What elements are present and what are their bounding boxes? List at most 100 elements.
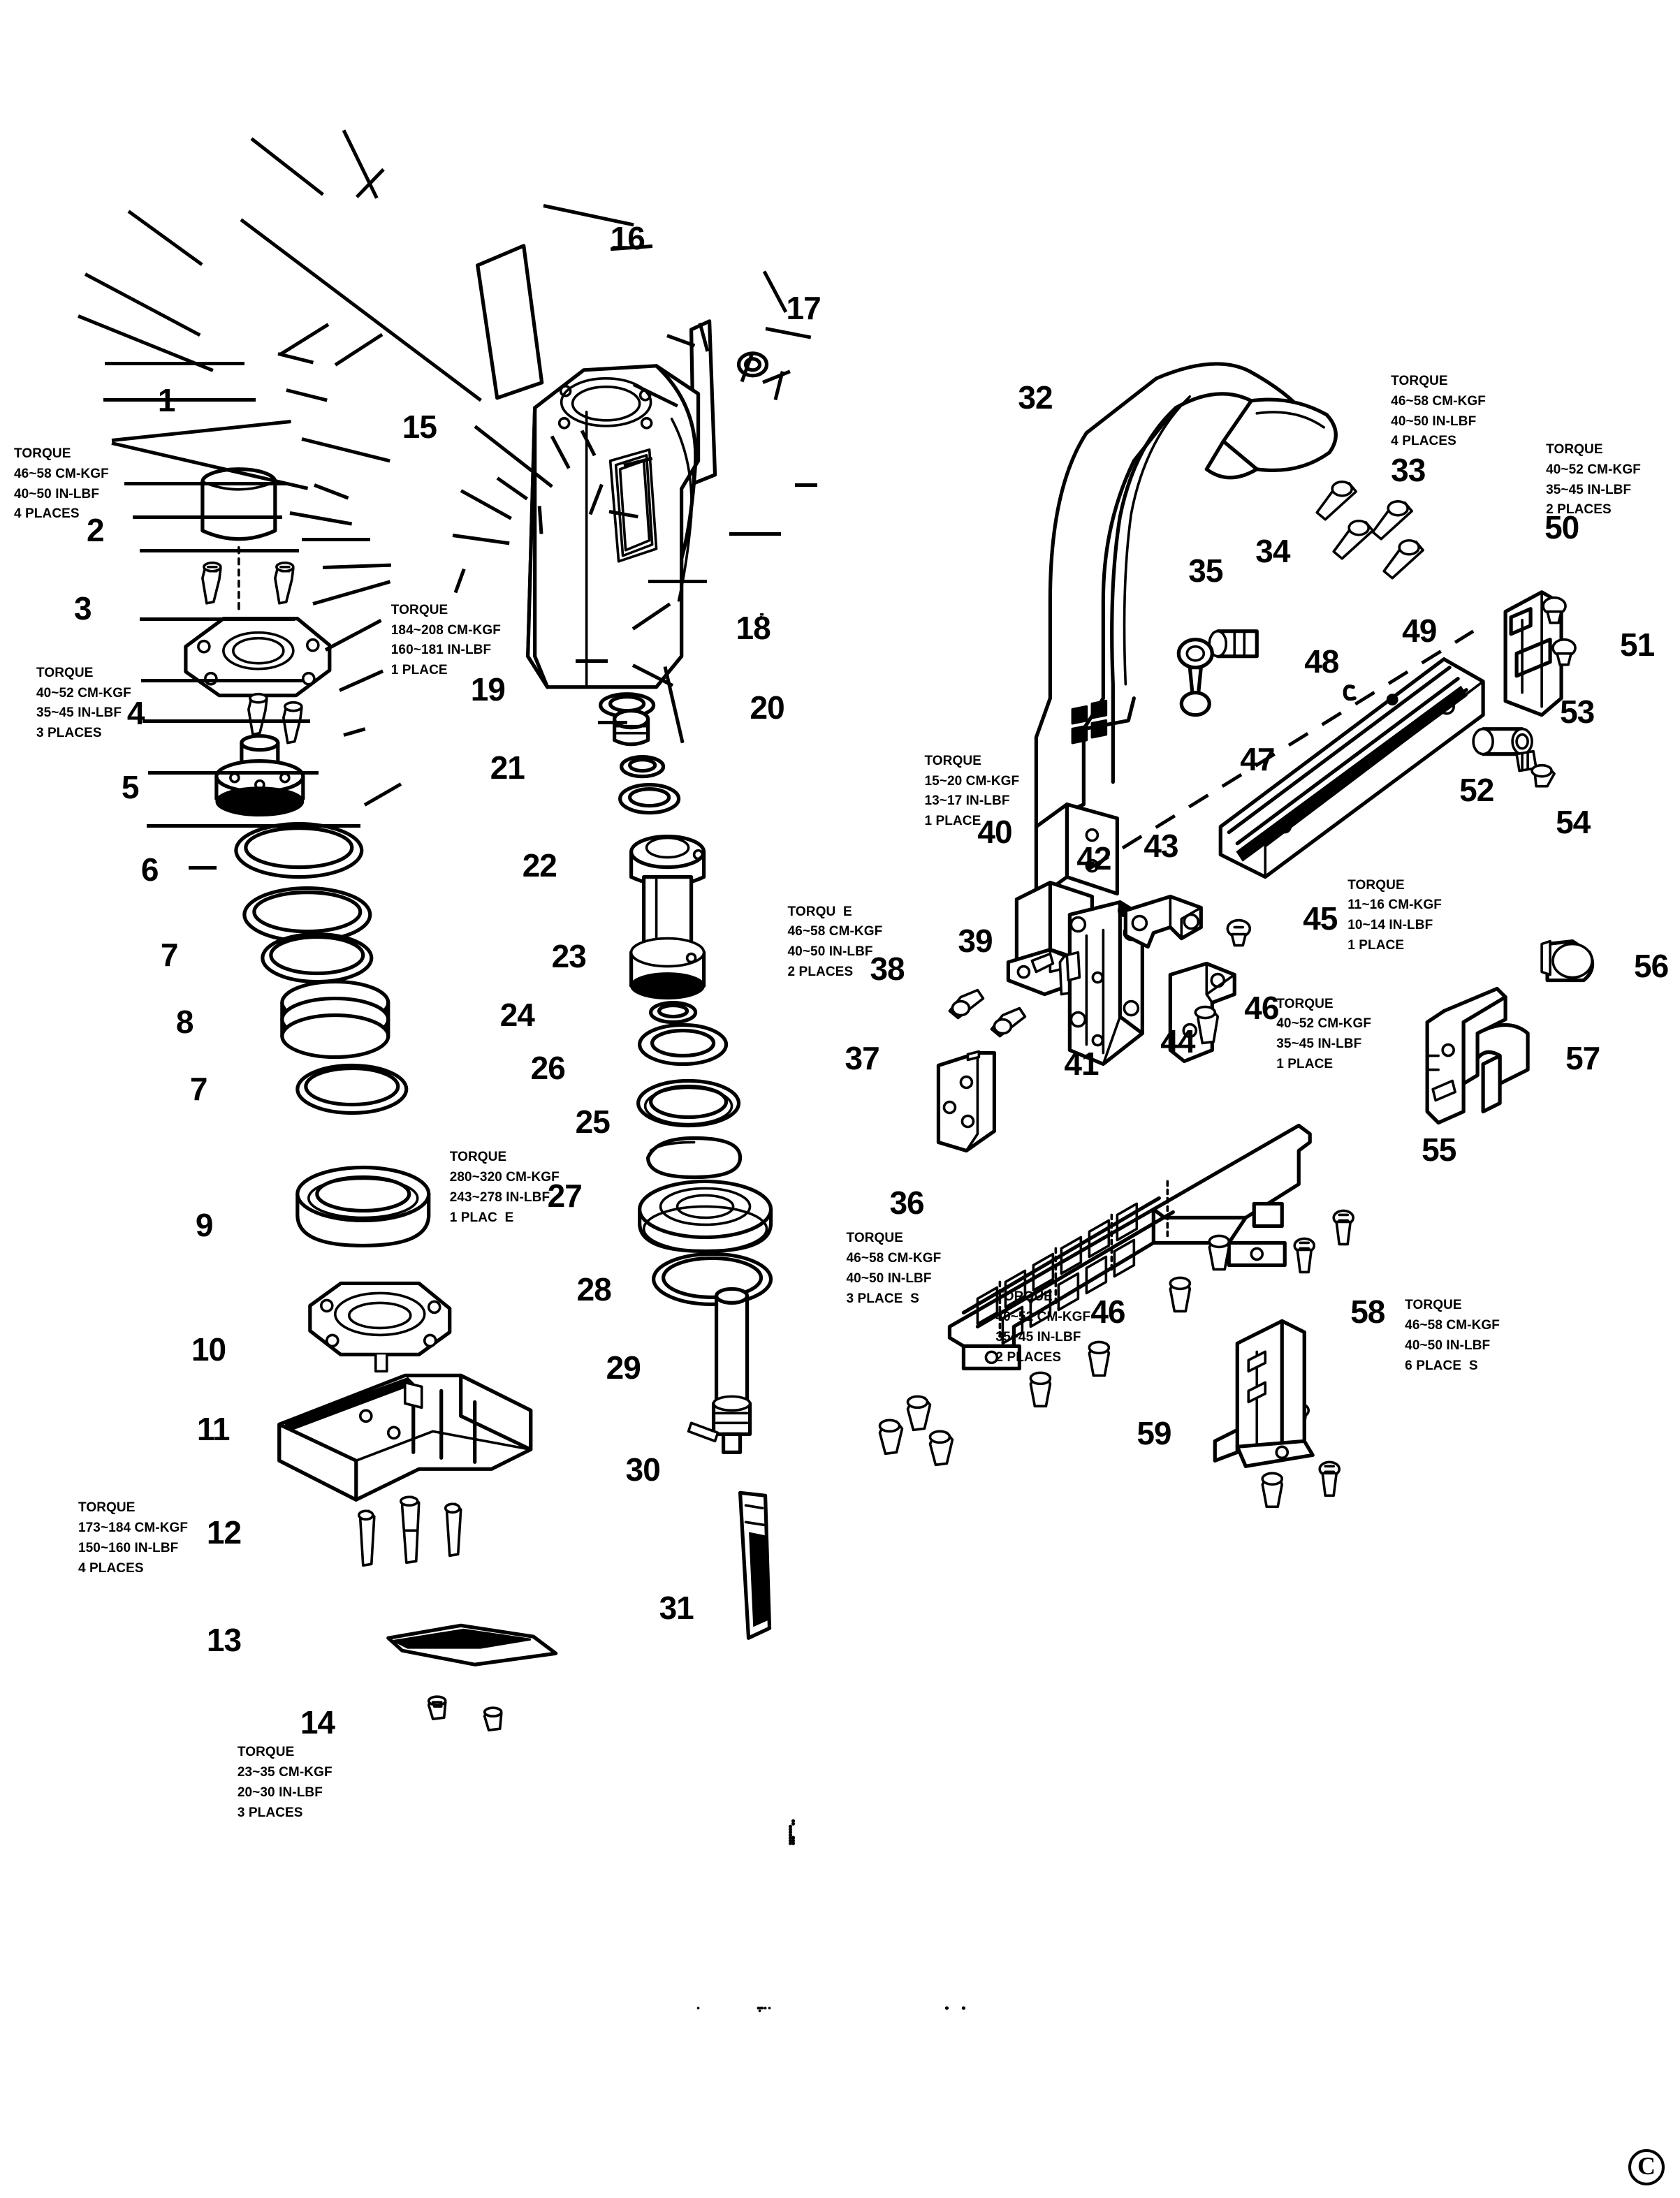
leader-40 bbox=[474, 425, 553, 488]
torque-note-cm-kgf: 23~35 CM-KGF bbox=[237, 1765, 333, 1780]
torque-note-in-lbf: 40~50 IN-LBF bbox=[13, 486, 100, 501]
torque-note-places: 4 PLACES bbox=[1391, 434, 1456, 449]
callout-number-33: 33 bbox=[1391, 451, 1426, 488]
leader-37 bbox=[452, 534, 510, 545]
torque-note-in-lbf: 35~45 IN-LBF bbox=[1546, 482, 1632, 497]
callout-number-58: 58 bbox=[1350, 1294, 1385, 1331]
leader-16b bbox=[342, 129, 379, 199]
part-43-clamp bbox=[1123, 894, 1203, 949]
leader-49 bbox=[698, 322, 710, 352]
torque-note-places: 1 PLACE bbox=[390, 663, 448, 678]
callout-number-12: 12 bbox=[206, 1514, 242, 1551]
callout-number-52: 52 bbox=[1459, 771, 1494, 808]
part-37-plate bbox=[936, 1050, 997, 1153]
part-36-screws bbox=[878, 1395, 954, 1467]
leader-26 bbox=[302, 538, 370, 541]
torque-note-in-lbf: 40~50 IN-LBF bbox=[1391, 413, 1477, 429]
callout-number-57: 57 bbox=[1565, 1039, 1600, 1076]
part-42-bracket bbox=[788, 1822, 796, 1840]
leader-4 bbox=[105, 362, 244, 365]
callout-number-44: 44 bbox=[1160, 1023, 1195, 1060]
leader-45 bbox=[623, 456, 653, 467]
leader-23 bbox=[314, 483, 349, 500]
leader-9 bbox=[140, 617, 295, 621]
part-22-piston-assembly bbox=[629, 835, 706, 999]
leader-8 bbox=[133, 515, 282, 519]
callout-number-36: 36 bbox=[889, 1185, 924, 1222]
part-32-handle-frame bbox=[1014, 362, 1338, 969]
part-59-support-rib bbox=[1213, 1319, 1315, 1468]
part-41-roll-pin bbox=[757, 613, 763, 2009]
part-39-link-bar bbox=[1006, 947, 1086, 997]
part-29-driver-rod bbox=[711, 1287, 752, 1454]
torque-note-places: 3 PLACES bbox=[237, 1805, 303, 1820]
leader-31 bbox=[363, 782, 402, 807]
callout-number-15: 15 bbox=[402, 408, 437, 445]
callout-number-20: 20 bbox=[750, 689, 785, 726]
leader-36 bbox=[453, 568, 466, 594]
leader-48 bbox=[666, 334, 696, 348]
leader-24 bbox=[289, 511, 353, 526]
callout-number-13: 13 bbox=[206, 1622, 242, 1659]
callout-number-2: 2 bbox=[86, 511, 105, 548]
part-5-piston-head bbox=[214, 734, 305, 817]
leader-16a bbox=[250, 137, 324, 196]
leader-39 bbox=[496, 476, 529, 501]
leader-55 bbox=[648, 580, 707, 583]
callout-number-9: 9 bbox=[195, 1207, 214, 1244]
torque-note-places: 1 PLACE bbox=[1347, 938, 1405, 953]
torque-note-title: TORQUE bbox=[1391, 373, 1448, 388]
part-3-head-plate bbox=[184, 617, 332, 698]
part-4-screws bbox=[247, 692, 303, 745]
leader-17 bbox=[355, 168, 385, 198]
callout-number-10: 10 bbox=[191, 1331, 226, 1368]
callout-number-16: 16 bbox=[610, 219, 645, 256]
torque-note-cm-kgf: 46~58 CM-KGF bbox=[787, 924, 883, 939]
torque-note-cm-kgf: 46~58 CM-KGF bbox=[1405, 1318, 1500, 1333]
part-2-screws bbox=[201, 545, 295, 616]
torque-note-places: 4 PLACES bbox=[13, 506, 80, 522]
leader-52 bbox=[740, 353, 754, 383]
leader-58a bbox=[631, 602, 671, 631]
torque-note-in-lbf: 35~45 IN-LBF bbox=[36, 705, 122, 721]
callout-number-38: 38 bbox=[870, 950, 905, 987]
leader-7b bbox=[140, 549, 299, 552]
callout-number-53: 53 bbox=[1560, 693, 1595, 730]
leader-46b bbox=[576, 659, 608, 663]
leader-13 bbox=[147, 824, 360, 828]
callout-number-24: 24 bbox=[499, 996, 535, 1033]
parts-34-35-fitting-link bbox=[1176, 629, 1259, 717]
copyright-mark: C bbox=[1628, 2149, 1665, 2185]
torque-note-cm-kgf: 40~52 CM-KGF bbox=[1546, 462, 1641, 477]
callout-number-30: 30 bbox=[625, 1451, 661, 1488]
leader-20 bbox=[334, 332, 384, 367]
callout-number-48: 48 bbox=[1304, 643, 1339, 680]
leader-7a bbox=[124, 482, 288, 485]
torque-note-places: 2 PLACES bbox=[787, 965, 854, 980]
torque-note-places: 1 PLAC E bbox=[449, 1210, 514, 1226]
torque-note-cm-kgf: 46~58 CM-KGF bbox=[846, 1251, 942, 1266]
leader-1 bbox=[127, 210, 203, 266]
part-42-mount-bracket bbox=[788, 1838, 796, 1845]
callout-number-43: 43 bbox=[1144, 827, 1178, 864]
leader-58c bbox=[663, 666, 685, 744]
part-49-pin bbox=[1386, 694, 1398, 706]
torque-note-cm-kgf: 40~52 CM-KGF bbox=[36, 685, 131, 701]
torque-note-places: 1 PLACE bbox=[1276, 1057, 1334, 1072]
leader-14 bbox=[189, 866, 217, 870]
parts-18-21-seals bbox=[599, 692, 681, 815]
torque-note-title: TORQUE bbox=[1546, 441, 1603, 457]
leader-47 bbox=[632, 383, 679, 408]
leader-6a bbox=[111, 420, 291, 442]
callout-number-32: 32 bbox=[1018, 379, 1053, 416]
part-46-screws-magazine bbox=[1029, 1234, 1284, 1509]
part-7-o-ring-upper bbox=[261, 932, 374, 984]
part-58-screws bbox=[1254, 1023, 1354, 1497]
callout-number-31: 31 bbox=[659, 1590, 694, 1627]
